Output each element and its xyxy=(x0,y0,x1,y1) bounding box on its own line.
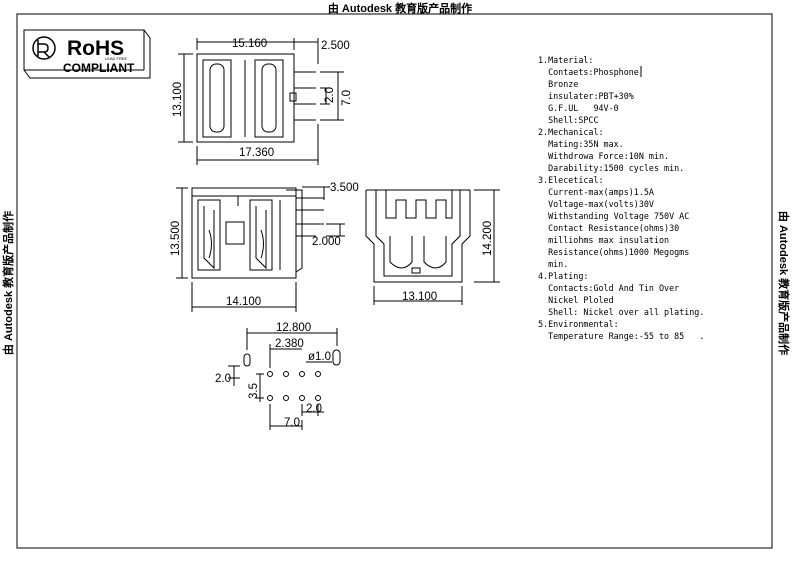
spec-line-7: Mating:35N max. xyxy=(538,139,624,149)
dim-top-pin-span: 7.0 xyxy=(341,90,353,106)
rohs-title: RoHS xyxy=(67,37,124,60)
dim-footprint-pitch-left: 2.0 xyxy=(215,373,231,385)
spec-line-16: Resistance(ohms)1000 Megogms xyxy=(538,247,689,257)
dim-front-height: 14.200 xyxy=(482,221,494,256)
spec-line-15: milliohms max insulation xyxy=(538,235,669,245)
spec-line-21: Shell: Nickel over all plating. xyxy=(538,307,704,317)
dim-side-width: 14.100 xyxy=(226,296,261,308)
spec-line-19: Contacts:Gold And Tin Over xyxy=(538,283,679,293)
spec-line-14: Contact Resistance(ohms)30 xyxy=(538,223,679,233)
dim-footprint-row-spacing: 3.5 xyxy=(248,383,260,399)
spec-line-6: 2.Mechanical: xyxy=(538,127,604,137)
spec-line-12: Voltage-max(volts)30V xyxy=(538,199,654,209)
pcb-footprint xyxy=(228,328,341,430)
spec-line-5: Shell:SPCC xyxy=(538,115,599,125)
dim-side-pin-length: 3.500 xyxy=(330,182,359,194)
dim-footprint-pitch-bottom: 2.0 xyxy=(306,403,322,415)
specifications: 1.Material: Contaets:Phosphone Bronze in… xyxy=(538,55,704,341)
rohs-fine-print: LEAD FREE xyxy=(105,56,128,61)
spec-line-2: Bronze xyxy=(538,79,578,89)
spec-line-8: Withdrowa Force:10N min. xyxy=(538,151,669,161)
spec-line-13: Withstanding Voltage 750V AC xyxy=(538,211,689,221)
front-view xyxy=(365,189,500,305)
spec-line-9: Darability:1500 cycles min. xyxy=(538,163,684,173)
dim-front-width: 13.100 xyxy=(402,291,437,303)
spec-line-3: insulater:PBT+30% xyxy=(538,91,634,101)
dim-footprint-slot-offset: 2.380 xyxy=(275,338,304,350)
dim-side-height: 13.500 xyxy=(170,221,182,256)
top-view xyxy=(178,38,344,165)
dim-top-width-total: 15.160 xyxy=(232,38,267,50)
dim-top-height: 13.100 xyxy=(172,82,184,117)
dim-side-pin-pitch: 2.000 xyxy=(312,236,341,248)
spec-line-20: Nickel Ploled xyxy=(538,295,614,305)
dim-top-side-offset: 2.500 xyxy=(321,40,350,52)
spec-line-18: 4.Plating: xyxy=(538,271,588,281)
dim-footprint-span: 12.800 xyxy=(276,322,311,334)
spec-line-4: G.F.UL 94V-0 xyxy=(538,103,619,113)
side-view xyxy=(176,186,345,312)
dim-footprint-pin-span: 7.0 xyxy=(284,417,300,429)
watermark-top: 由 Autodesk 教育版产品制作 xyxy=(327,3,473,15)
drawing-frame xyxy=(16,13,773,549)
dim-footprint-hole-dia: ø1.0 xyxy=(308,351,331,363)
rohs-logo: RoHS LEAD FREE COMPLIANT xyxy=(23,29,151,79)
dim-top-pin-pitch: 2.0 xyxy=(324,87,336,103)
spec-line-10: 3.Elecetical: xyxy=(538,175,604,185)
rohs-check-icon xyxy=(32,36,56,60)
dim-top-bottom-width: 17.360 xyxy=(239,147,274,159)
spec-line-23: Temperature Range:-55 to 85 . xyxy=(538,331,704,341)
spec-line-11: Current-max(amps)1.5A xyxy=(538,187,654,197)
rohs-subtitle: COMPLIANT xyxy=(63,61,135,75)
spec-line-17: min. xyxy=(538,259,568,269)
spec-line-0: 1.Material: xyxy=(538,55,593,65)
spec-line-1: Contaets:Phosphone xyxy=(538,67,639,77)
spec-line-22: 5.Environmental: xyxy=(538,319,619,329)
